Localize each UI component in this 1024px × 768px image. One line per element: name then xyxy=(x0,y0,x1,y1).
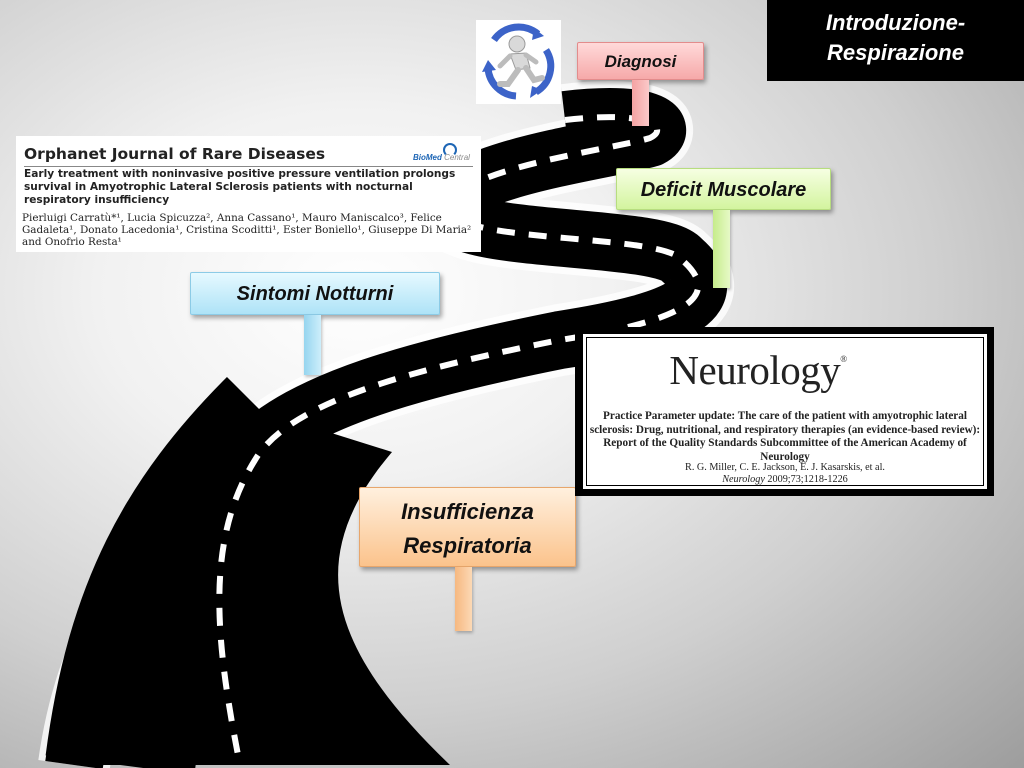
neurology-registered-mark: ® xyxy=(840,354,847,364)
milestone-insufficienza-post xyxy=(455,567,472,631)
ojrd-journal-title: Orphanet Journal of Rare Diseases xyxy=(24,145,326,163)
neurology-meta: R. G. Miller, C. E. Jackson, E. J. Kasar… xyxy=(585,462,985,485)
milestone-sintomi-post xyxy=(304,315,321,375)
neurology-citation-line: Neurology 2009;73;1218-1226 xyxy=(585,474,985,486)
biomed-central-arc-icon xyxy=(443,143,457,157)
milestone-insufficienza-respiratoria: Insufficienza Respiratoria xyxy=(359,487,576,567)
milestone-diagnosi: Diagnosi xyxy=(577,42,704,80)
slide-title-line-2: Respirazione xyxy=(827,40,964,65)
ojrd-article-clipping: Orphanet Journal of Rare Diseases BioMed… xyxy=(16,136,481,252)
milestone-diagnosi-post xyxy=(632,80,649,126)
ojrd-divider xyxy=(24,166,473,167)
milestone-insufficienza-line-2: Respiratoria xyxy=(403,533,532,558)
neurology-journal-name: Neurology xyxy=(722,473,765,485)
road-centre-line xyxy=(216,114,702,766)
road-outer-fill xyxy=(76,420,450,765)
milestone-deficit-muscolare: Deficit Muscolare xyxy=(616,168,831,210)
ojrd-article-title: Early treatment with noninvasive positiv… xyxy=(24,168,456,206)
slide-title-line-1: Introduzione- xyxy=(825,10,966,35)
biomed-text-b: Central xyxy=(444,153,470,162)
milestone-deficit-post xyxy=(713,210,730,288)
biomed-central-text: BioMed Central xyxy=(413,153,470,162)
neurology-logo-text: Neurology xyxy=(669,347,841,393)
milestone-insufficienza-line-1: Insufficienza xyxy=(401,499,534,524)
biomed-central-logo: BioMed Central xyxy=(413,143,479,166)
neurology-citation: 2009;73;1218-1226 xyxy=(767,473,848,485)
slide-title: Introduzione- Respirazione xyxy=(767,0,1024,81)
milestone-sintomi-notturni: Sintomi Notturni xyxy=(190,272,440,315)
neurology-article-clipping: Neurology® Practice Parameter update: Th… xyxy=(583,334,987,489)
ojrd-authors: Pierluigi Carratù*¹, Lucia Spicuzza², An… xyxy=(22,212,472,248)
neurology-logo: Neurology® xyxy=(583,346,933,394)
biomed-text-a: BioMed xyxy=(413,153,442,162)
neurology-authors: R. G. Miller, C. E. Jackson, E. J. Kasar… xyxy=(685,462,885,473)
neurology-article-title: Practice Parameter update: The care of t… xyxy=(589,410,981,463)
running-figure-cycle-icon xyxy=(476,20,561,104)
